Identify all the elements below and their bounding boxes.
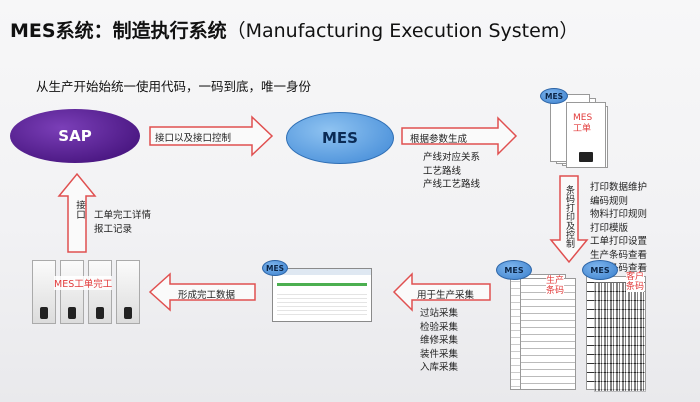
barcode-labels-cluster: MES MES 生产 条码 客户 条码 [490,258,650,396]
arrow-label-barcode-print-control: 条码打印及控制 [564,185,574,248]
completion-machines: MES工单完工 [32,260,144,326]
screen-toolbar [273,269,371,275]
collection-item: 检验采集 [420,321,459,333]
mes-output-item: 产线对应关系 [423,152,481,163]
customer-barcode-label: 客户 条码 [626,272,645,292]
production-label-sheet [520,278,576,390]
arrow-mes-to-docs [401,116,518,156]
customer-barcode-strip [594,282,646,392]
completion-note: 报工记录 [94,223,133,235]
mes-badge: MES [540,88,568,104]
arrow-labels-to-screen [392,272,491,312]
work-order-doc-stack: MES 工单 MES [540,88,610,176]
collection-item: 维修采集 [420,335,459,346]
arrow-sap-to-mes [149,115,274,157]
print-function-item: 生产条码查看 [590,249,648,261]
collection-item: 入库采集 [420,362,459,373]
subtitle: 从生产开始始统一使用代码，一码到底，唯一身份 [36,79,312,94]
mes-outputs-list: 产线对应关系 工艺路线 产线工艺路线 [423,151,480,192]
mes-node: MES [286,112,394,164]
mes-badge: MES [582,260,618,280]
mes-badge: MES [496,260,532,280]
doc-sheet-front: MES 工单 [566,102,606,168]
arrow-label-interface-control: 接口以及接口控制 [155,133,232,144]
print-function-item: 打印数据维护 [590,182,648,193]
arrow-label-generate-by-params: 根据参数生成 [410,134,468,145]
collection-screen [272,268,372,322]
arrow-label-completion-data: 形成完工数据 [178,290,236,301]
production-barcode-label: 生产 条码 [546,276,565,296]
title-main: MES系统：制造执行系统 [10,20,227,42]
screen-grid [277,291,367,317]
arrow-machines-to-sap [57,172,97,253]
title-english: （Manufacturing Execution System） [226,20,579,42]
arrow-label-interface: 接口 [74,200,85,219]
print-functions-list: 打印数据维护 编码规则 物料打印规则 打印模版 工单打印设置 生产条码查看 客户… [590,181,647,276]
print-function-item: 编码规则 [590,195,629,207]
machine-unit [116,260,140,324]
arrow-screen-to-machines [148,272,256,312]
print-function-item: 工单打印设置 [590,236,648,247]
doc-barcode-block [579,152,593,162]
print-function-item: 打印模版 [590,222,629,234]
machine-unit [88,260,112,324]
mes-badge: MES [262,260,288,276]
screen-status-bar [277,283,367,286]
arrow-label-production-collection: 用于生产采集 [417,290,475,301]
collection-items-list: 过站采集 检验采集 维修采集 装件采集 入库采集 [420,307,458,375]
mes-output-item: 工艺路线 [423,165,462,177]
print-function-item: 客户条码查看 [590,263,648,274]
collection-item: 装件采集 [420,348,459,360]
sap-node: SAP [10,109,140,163]
completion-note: 工单完工详情 [94,210,152,221]
collection-screen-group: MES [262,260,374,324]
arrow-docs-to-labels [549,175,589,264]
machine-unit [60,260,84,324]
collection-item: 过站采集 [420,308,459,319]
print-function-item: 物料打印规则 [590,209,648,220]
completion-notes: 工单完工详情 报工记录 [94,209,151,236]
machine-unit [32,260,56,324]
doc-stack-label: MES 工单 [573,113,593,134]
machines-label: MES工单完工 [54,276,113,290]
mes-output-item: 产线工艺路线 [423,179,481,190]
page-title: MES系统：制造执行系统（Manufacturing Execution Sys… [10,16,578,43]
